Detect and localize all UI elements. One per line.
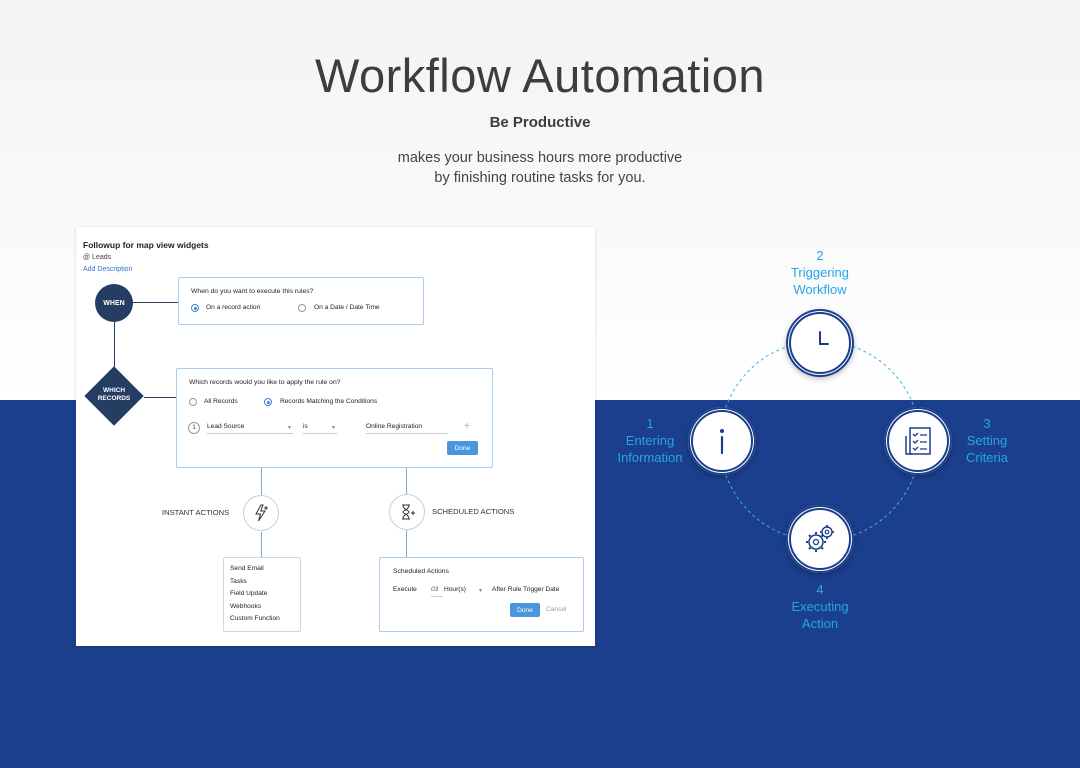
scheduled-actions-label: SCHEDULED ACTIONS	[432, 507, 515, 516]
clock-icon	[819, 331, 829, 345]
gears-icon	[806, 525, 834, 552]
when-question: When do you want to execute this rules?	[191, 288, 314, 295]
list-item[interactable]: Custom Function	[230, 615, 280, 623]
delay-unit-select[interactable]: Hour(s) ▾	[444, 586, 482, 597]
step-3-number: 3	[983, 416, 991, 431]
condition-field-value: Lead Source	[207, 423, 245, 430]
connector-line	[114, 322, 116, 382]
list-item[interactable]: Webhooks	[230, 602, 262, 610]
connector-line	[261, 468, 263, 496]
step-4-node	[786, 505, 854, 573]
scheduled-done-button[interactable]: Done	[510, 603, 540, 617]
condition-value-input[interactable]: Online Registration	[366, 423, 448, 434]
which-label-line-1: WHICH	[102, 387, 126, 394]
step-4-number: 4	[816, 582, 824, 597]
matching-conditions-label: Records Matching the Conditions	[280, 398, 378, 405]
step-3-label: 3 Setting Criteria	[937, 415, 1037, 466]
rule-module: @ Leads	[83, 254, 112, 261]
execute-label: Execute	[393, 586, 417, 593]
step-2-line-2: Workflow	[793, 282, 847, 297]
scheduled-actions-button[interactable]	[389, 494, 425, 530]
info-icon	[720, 429, 724, 455]
when-node: WHEN	[95, 284, 133, 322]
when-panel: When do you want to execute this rules? …	[178, 277, 424, 325]
scheduled-actions-panel: Scheduled Actions Execute 03 Hour(s) ▾ A…	[379, 557, 584, 632]
matching-conditions-radio[interactable]	[264, 398, 272, 406]
list-item[interactable]: Tasks	[230, 577, 247, 585]
on-record-action-radio[interactable]	[191, 304, 199, 312]
step-2-line-1: Triggering	[790, 265, 850, 280]
step-3-line-2: Criteria	[966, 450, 1008, 465]
step-4-line-1: Executing	[791, 599, 849, 614]
step-3-line-1: Setting	[966, 433, 1008, 448]
condition-field-select[interactable]: Lead Source ▾	[207, 423, 293, 434]
list-item[interactable]: Field Update	[230, 590, 268, 598]
connector-line	[406, 468, 408, 494]
description-line-1: makes your business hours more productiv…	[397, 150, 683, 166]
page-description: makes your business hours more productiv…	[0, 148, 1080, 188]
step-1-line-1: Entering	[625, 433, 675, 448]
step-3-node	[884, 407, 952, 475]
trigger-date-label: After Rule Trigger Date	[492, 586, 560, 593]
condition-index: 1	[188, 422, 200, 434]
condition-operator-select[interactable]: is ▾	[303, 423, 337, 434]
delay-number-input[interactable]: 03	[431, 586, 443, 597]
chevron-down-icon: ▾	[287, 425, 291, 431]
chevron-down-icon: ▾	[478, 588, 482, 594]
workflow-rule-card: Followup for map view widgets @ Leads Ad…	[76, 227, 595, 646]
page-title: Workflow Automation	[314, 49, 766, 102]
step-4-line-2: Action	[801, 616, 839, 631]
which-records-label: WHICH RECORDS	[84, 387, 144, 403]
step-2-node	[786, 309, 854, 377]
scheduled-cancel-button[interactable]: Cancel	[546, 606, 567, 613]
step-1-number: 1	[646, 416, 654, 431]
condition-operator-value: is	[303, 423, 308, 430]
which-question: Which records would you like to apply th…	[189, 379, 341, 386]
connector-line	[406, 530, 408, 557]
which-records-panel: Which records would you like to apply th…	[176, 368, 493, 468]
step-1-node	[688, 407, 756, 475]
connector-line	[133, 302, 179, 304]
step-1-line-2: Information	[617, 450, 683, 465]
step-4-label: 4 Executing Action	[770, 581, 870, 632]
description-line-2: by finishing routine tasks for you.	[434, 170, 646, 186]
connector-line	[261, 532, 263, 557]
add-description-link[interactable]: Add Description	[83, 266, 133, 273]
list-item[interactable]: Send Email	[230, 565, 264, 572]
hourglass-icon	[402, 504, 415, 520]
on-record-action-label: On a record action	[206, 304, 261, 311]
step-1-label: 1 Entering Information	[600, 415, 700, 466]
checklist-icon	[905, 427, 931, 455]
chevron-down-icon: ▾	[331, 425, 335, 431]
step-2-label: 2 Triggering Workflow	[770, 247, 870, 298]
scheduled-actions-title: Scheduled Actions	[393, 568, 449, 575]
instant-actions-button[interactable]	[243, 495, 279, 531]
page-subtitle: Be Productive	[489, 114, 591, 131]
rule-name: Followup for map view widgets	[83, 240, 209, 250]
all-records-radio[interactable]	[189, 398, 197, 406]
instant-actions-list: Send Email Tasks Field Update Webhooks C…	[223, 557, 301, 632]
done-button[interactable]: Done	[447, 441, 478, 455]
on-date-radio[interactable]	[298, 304, 306, 312]
delay-unit-value: Hour(s)	[444, 586, 466, 593]
add-condition-icon[interactable]: +	[464, 421, 470, 432]
instant-actions-label: INSTANT ACTIONS	[162, 508, 230, 517]
condition-value: Online Registration	[366, 423, 423, 430]
step-2-number: 2	[816, 248, 824, 263]
on-date-label: On a Date / Date Time	[314, 304, 380, 311]
all-records-label: All Records	[204, 398, 238, 405]
lightning-icon	[255, 504, 268, 522]
connector-line	[144, 397, 178, 399]
which-label-line-2: RECORDS	[97, 395, 131, 402]
